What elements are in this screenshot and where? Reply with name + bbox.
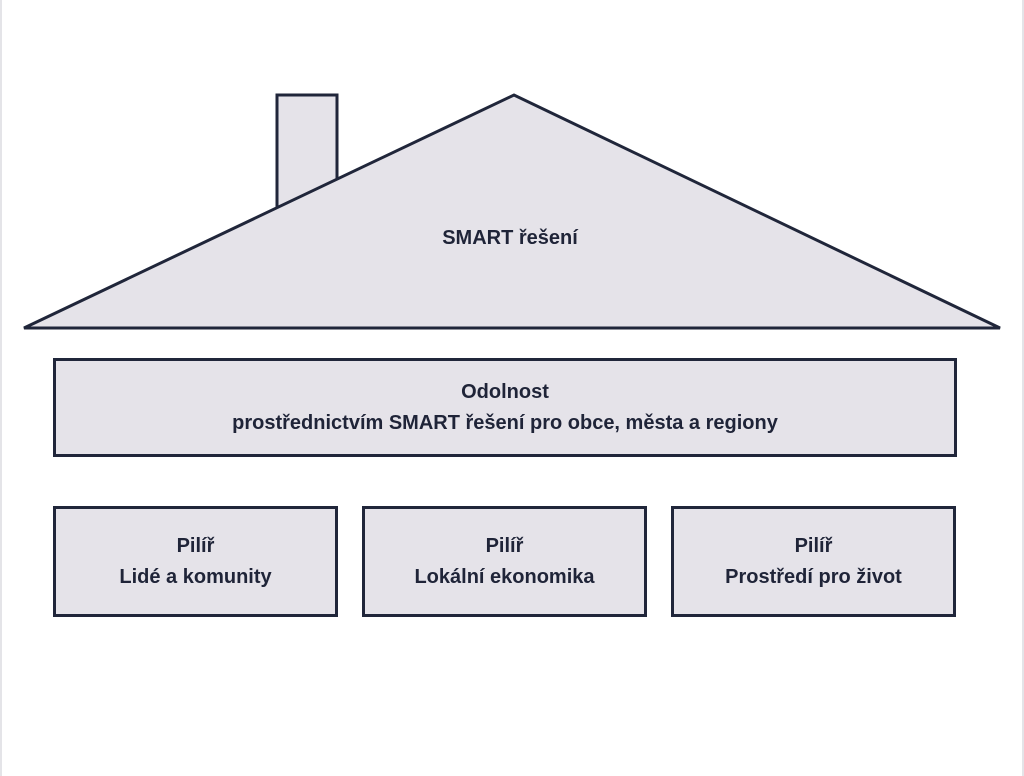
- pillar-local-economy: Pilíř Lokální ekonomika: [362, 506, 647, 617]
- pillar-living-environment: Pilíř Prostředí pro život: [671, 506, 956, 617]
- pillar-title: Pilíř: [485, 534, 524, 557]
- frame-edge-right: [1022, 0, 1024, 776]
- pillar-label: Lokální ekonomika: [414, 565, 595, 588]
- pillar-title: Pilíř: [176, 534, 215, 557]
- roof-label: SMART řešení: [442, 227, 578, 249]
- pillar-title: Pilíř: [794, 534, 833, 557]
- band-title: Odolnost: [461, 380, 549, 403]
- resilience-band: Odolnost prostřednictvím SMART řešení pr…: [53, 358, 957, 457]
- band-subtitle: prostřednictvím SMART řešení pro obce, m…: [232, 411, 778, 434]
- pillar-people-communities: Pilíř Lidé a komunity: [53, 506, 338, 617]
- frame-edge-left: [0, 0, 2, 776]
- pillar-label: Prostředí pro život: [725, 565, 902, 588]
- roof-triangle: [23, 93, 1001, 330]
- roof-shape: [23, 93, 1001, 330]
- pillar-label: Lidé a komunity: [119, 565, 272, 588]
